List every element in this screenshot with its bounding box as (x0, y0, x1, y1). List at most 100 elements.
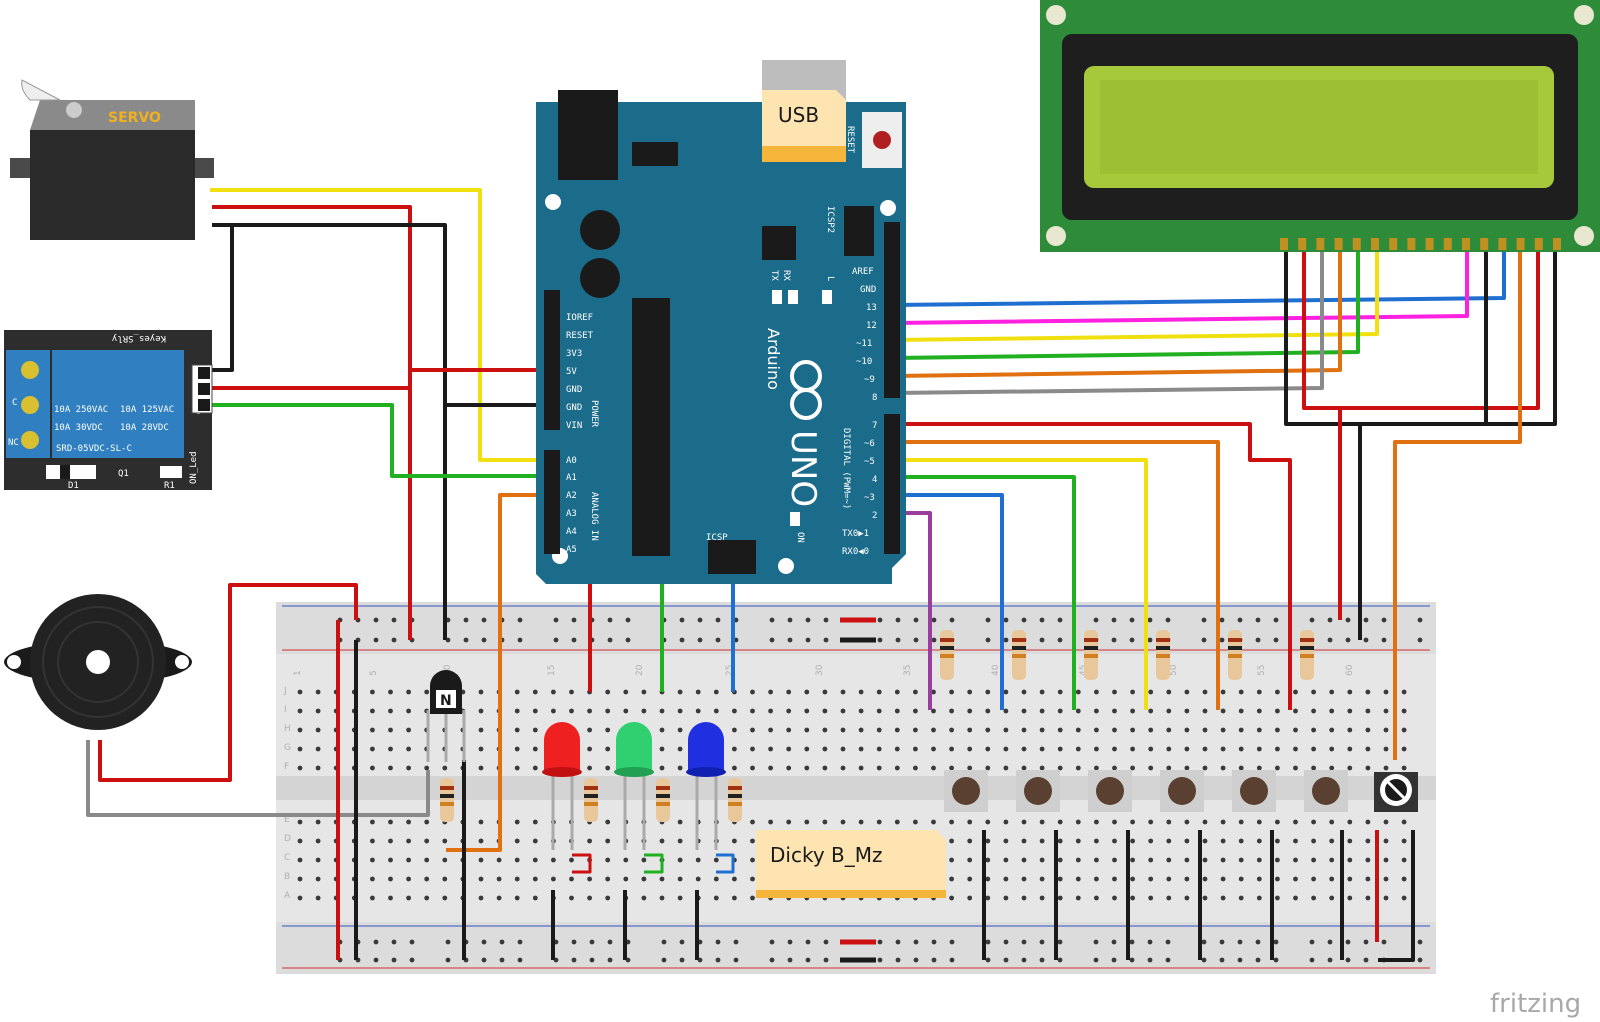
breadboard-hole (1202, 727, 1208, 733)
svg-text:GND: GND (566, 385, 582, 395)
svg-text:H: H (284, 724, 291, 734)
breadboard-hole (1311, 838, 1316, 844)
rail-hole (1219, 617, 1225, 623)
breadboard-hole (1112, 746, 1117, 752)
breadboard-hole (1311, 895, 1316, 901)
pullup-resistor-band (1084, 646, 1098, 650)
rail-hole (1093, 957, 1099, 963)
breadboard-hole (478, 708, 484, 714)
svg-text:3V3: 3V3 (566, 349, 582, 359)
svg-text:A3: A3 (566, 509, 577, 519)
breadboard-hole (985, 895, 991, 901)
lcd-pin (1443, 238, 1452, 250)
rail-hole (1003, 617, 1009, 623)
breadboard-hole (713, 708, 719, 714)
breadboard-hole (677, 765, 683, 771)
wire-d7-red (893, 422, 1292, 710)
breadboard-hole (1130, 838, 1135, 844)
breadboard-hole (1238, 876, 1244, 882)
breadboard-hole (750, 838, 755, 844)
breadboard-hole (532, 838, 538, 844)
led-resistor-band (728, 802, 742, 806)
breadboard-hole (840, 819, 846, 825)
breadboard-hole (1383, 838, 1389, 844)
breadboard-hole (1148, 746, 1154, 752)
breadboard-hole (1057, 895, 1063, 901)
breadboard-hole (1003, 876, 1009, 882)
relay-pin-c: C (12, 398, 17, 408)
svg-text:15: 15 (547, 665, 557, 676)
svg-text:L: L (825, 276, 835, 281)
breadboard-hole (1202, 746, 1208, 752)
breadboard-hole (1039, 857, 1045, 863)
breadboard-hole (894, 746, 900, 752)
pullup-resistors (940, 630, 1314, 680)
breadboard-hole (388, 857, 393, 863)
breadboard-hole (1365, 727, 1371, 733)
rail-hole (1327, 637, 1333, 643)
breadboard-hole (858, 689, 864, 695)
breadboard-hole (876, 727, 882, 733)
breadboard-hole (1003, 765, 1009, 771)
breadboard-hole (1220, 838, 1226, 844)
breadboard-hole (424, 819, 430, 825)
lcd-pin (1462, 238, 1470, 250)
breadboard-hole (677, 838, 683, 844)
rail-hole (463, 637, 469, 643)
breadboard-hole (768, 819, 773, 825)
pullup-resistor-band (1084, 638, 1098, 642)
breadboard-hole (370, 765, 375, 771)
wire-servo-signal (210, 188, 548, 462)
svg-text:TX0▶1: TX0▶1 (842, 529, 869, 539)
breadboard-hole (1094, 765, 1099, 771)
breadboard-hole (370, 838, 375, 844)
rail-hole (877, 617, 883, 623)
breadboard-hole (1275, 708, 1280, 714)
wire-led-short-blue (716, 853, 735, 874)
breadboard-hole (424, 876, 430, 882)
breadboard-hole (768, 746, 773, 752)
svg-text:A: A (284, 891, 291, 901)
rail-hole (481, 617, 487, 623)
breadboard-hole (913, 689, 918, 695)
rail-hole (1327, 939, 1333, 945)
led-resistor (656, 778, 670, 822)
rail-hole (877, 637, 883, 643)
breadboard-hole (1021, 876, 1027, 882)
breadboard-hole (569, 876, 574, 882)
svg-text:RX0◀0: RX0◀0 (842, 547, 869, 557)
breadboard-hole (677, 857, 683, 863)
rail-hole (1057, 957, 1063, 963)
breadboard-hole (424, 857, 430, 863)
push-button-cap (1168, 777, 1196, 805)
breadboard-hole (532, 876, 538, 882)
breadboard-hole (1275, 765, 1280, 771)
relay-r1: R1 (164, 481, 175, 491)
rail-hole (517, 617, 523, 623)
svg-text:J: J (283, 686, 287, 696)
breadboard-hole (532, 727, 538, 733)
breadboard-hole (876, 765, 882, 771)
breadboard-hole (478, 876, 484, 882)
breadboard-hole (1094, 689, 1099, 695)
breadboard-hole (804, 819, 810, 825)
row-letters: J I H G F E D C B A (283, 686, 291, 901)
rail-hole (679, 957, 685, 963)
breadboard-hole (949, 708, 954, 714)
pullup-resistor-band (1228, 654, 1242, 658)
breadboard-hole (1293, 689, 1298, 695)
breadboard-hole (1401, 727, 1407, 733)
rail-hole (1309, 957, 1315, 963)
rail-hole (1111, 637, 1117, 643)
wire-lcd-red-1 (1302, 244, 1540, 410)
svg-text:50: 50 (1169, 664, 1179, 676)
breadboard-hole (1184, 727, 1190, 733)
breadboard-hole (1329, 746, 1335, 752)
breadboard-hole (315, 876, 321, 882)
breadboard-hole (478, 746, 484, 752)
lcd-pin (1480, 238, 1489, 250)
breadboard-hole (1202, 838, 1208, 844)
breadboard-hole (1184, 689, 1190, 695)
breadboard-hole (1112, 708, 1117, 714)
breadboard-hole (1347, 746, 1353, 752)
